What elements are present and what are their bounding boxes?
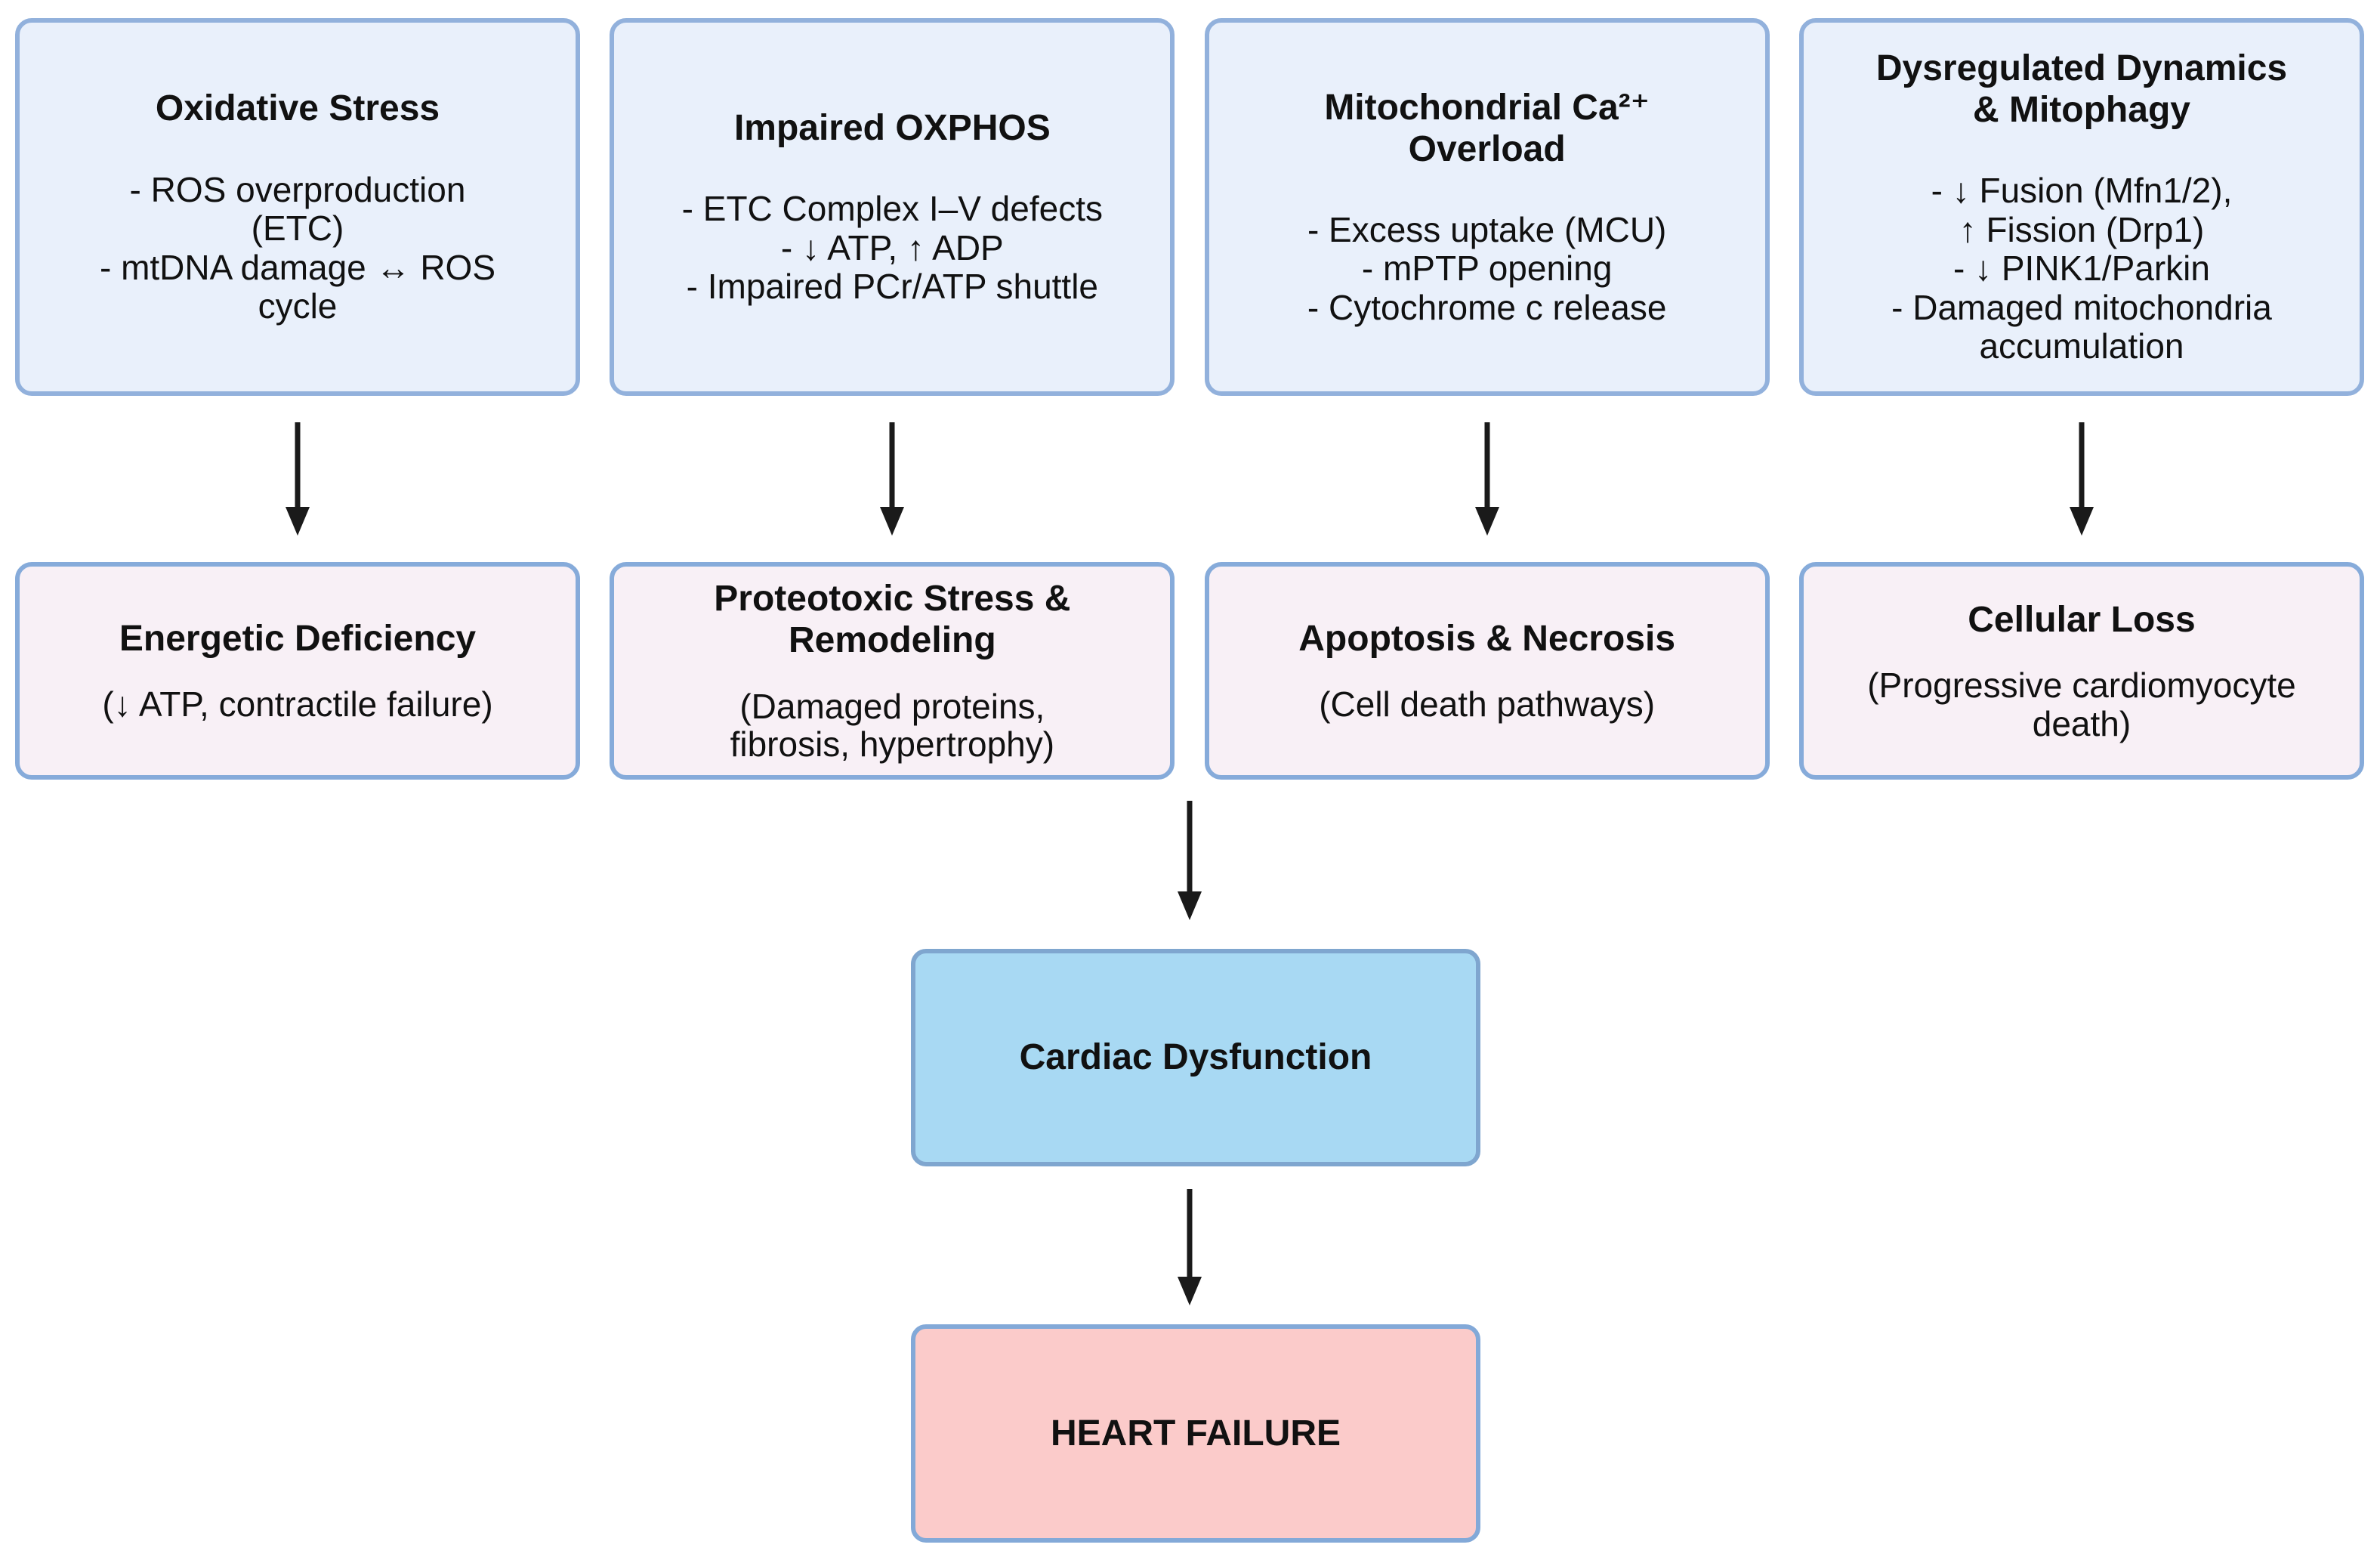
arrow-down-icon <box>1178 1189 1202 1305</box>
heart-failure-label: HEART FAILURE <box>1051 1413 1341 1453</box>
consequence-box-energetic-deficiency: Energetic Deficiency (↓ ATP, contractile… <box>15 562 580 780</box>
arrow-cell <box>1799 421 2364 536</box>
causes-to-consequences-arrows <box>15 421 2364 536</box>
arrow-down-icon <box>286 422 310 536</box>
cause-box-dynamics-mitophagy: Dysregulated Dynamics & Mitophagy - ↓ Fu… <box>1798 18 2364 396</box>
arrow-down-icon <box>1474 422 1499 536</box>
arrow-cell <box>15 421 580 536</box>
arrow-cell <box>1205 421 1770 536</box>
cause-box-title: Impaired OXPHOS <box>733 108 1051 149</box>
cause-box-body: - ROS overproduction (ETC) - mtDNA damag… <box>99 169 496 326</box>
consequence-box-apoptosis-necrosis: Apoptosis & Necrosis (Cell death pathway… <box>1204 562 1770 780</box>
consequences-row: Energetic Deficiency (↓ ATP, contractile… <box>15 562 2364 780</box>
cardiac-dysfunction-box: Cardiac Dysfunction <box>911 949 1480 1166</box>
consequence-box-subtitle: (↓ ATP, contractile failure) <box>102 684 493 724</box>
consequence-box-title: Apoptosis & Necrosis <box>1298 619 1676 660</box>
consequence-box-proteotoxic-stress: Proteotoxic Stress & Remodeling (Damaged… <box>610 562 1175 780</box>
arrow-cell <box>610 421 1175 536</box>
arrow-down-icon <box>1178 801 1202 920</box>
arrow-down-icon <box>880 422 905 536</box>
consequence-box-title: Energetic Deficiency <box>119 619 477 660</box>
arrow-down-icon <box>2069 422 2094 536</box>
consequence-box-cellular-loss: Cellular Loss (Progressive cardiomyocyte… <box>1798 562 2364 780</box>
cause-box-body: - ETC Complex I–V defects - ↓ ATP, ↑ ADP… <box>681 189 1103 307</box>
heart-failure-box: HEART FAILURE <box>911 1324 1480 1543</box>
consequence-box-title: Proteotoxic Stress & Remodeling <box>714 579 1071 661</box>
consequence-box-subtitle: (Cell death pathways) <box>1319 684 1656 724</box>
arrow-cell <box>1175 799 1205 924</box>
consequence-box-subtitle: (Damaged proteins, fibrosis, hypertrophy… <box>730 686 1055 765</box>
cardiac-dysfunction-label: Cardiac Dysfunction <box>1019 1037 1372 1078</box>
consequence-box-title: Cellular Loss <box>1968 599 2196 640</box>
cause-box-body: - Excess uptake (MCU) - mPTP opening - C… <box>1307 209 1667 327</box>
cause-box-body: - ↓ Fusion (Mfn1/2), ↑ Fission (Drp1) - … <box>1891 171 2272 366</box>
cause-box-impaired-oxphos: Impaired OXPHOS - ETC Complex I–V defect… <box>610 18 1175 396</box>
cause-box-calcium-overload: Mitochondrial Ca²⁺ Overload - Excess upt… <box>1204 18 1770 396</box>
consequence-box-subtitle: (Progressive cardiomyocyte death) <box>1867 666 2296 743</box>
causes-row: Oxidative Stress - ROS overproduction (E… <box>15 18 2364 396</box>
cause-box-title: Oxidative Stress <box>155 88 440 129</box>
cause-box-oxidative-stress: Oxidative Stress - ROS overproduction (E… <box>15 18 580 396</box>
cause-box-title: Mitochondrial Ca²⁺ Overload <box>1324 87 1650 169</box>
arrow-cell <box>1175 1188 1205 1309</box>
cause-box-title: Dysregulated Dynamics & Mitophagy <box>1875 48 2288 131</box>
